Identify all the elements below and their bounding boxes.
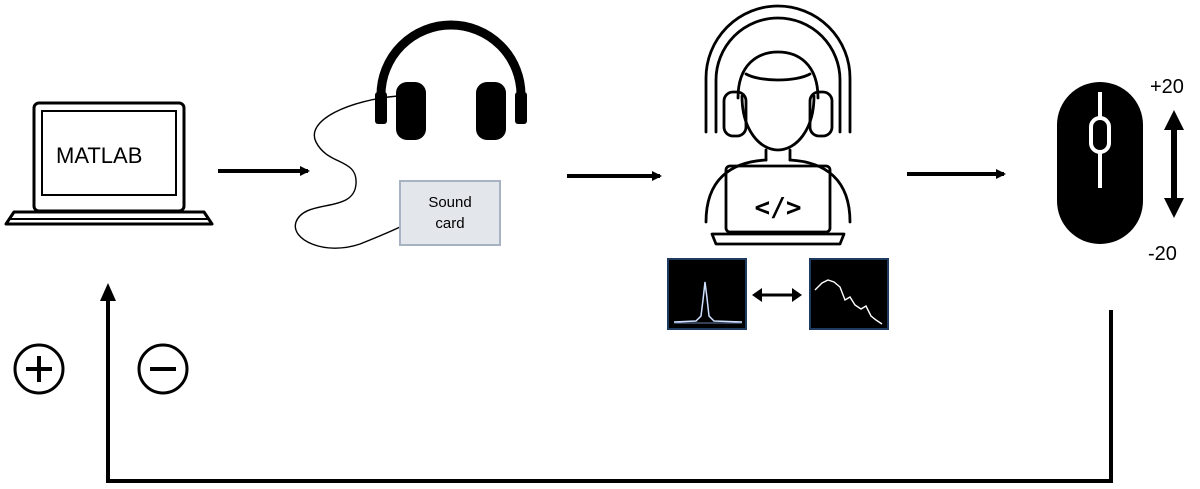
scroll-range-arrow-icon <box>1164 110 1184 218</box>
spectrum-peak-plot <box>667 258 747 330</box>
audio-cable <box>294 95 403 249</box>
spectrum-decay-plot <box>809 258 889 330</box>
scroll-upper-value: +20 <box>1150 76 1184 98</box>
sound-card-box: Sound card <box>399 180 501 246</box>
laptop-screen-label: MATLAB <box>56 143 143 168</box>
headphones-icon <box>375 20 527 140</box>
mouse-icon <box>1057 82 1143 244</box>
double-arrow-icon <box>752 288 802 302</box>
feedback-arrowhead <box>100 283 116 301</box>
sound-card-label-line1: Sound <box>428 194 472 211</box>
sound-card-label-line2: card <box>435 215 465 232</box>
listener-icon <box>704 4 852 246</box>
minus-circle-icon <box>137 343 189 395</box>
laptop-icon <box>4 101 214 226</box>
code-icon: </> <box>755 193 802 223</box>
plus-circle-icon <box>13 343 65 395</box>
feedback-loop-line <box>106 300 1113 483</box>
scroll-lower-value: -20 <box>1148 243 1177 265</box>
